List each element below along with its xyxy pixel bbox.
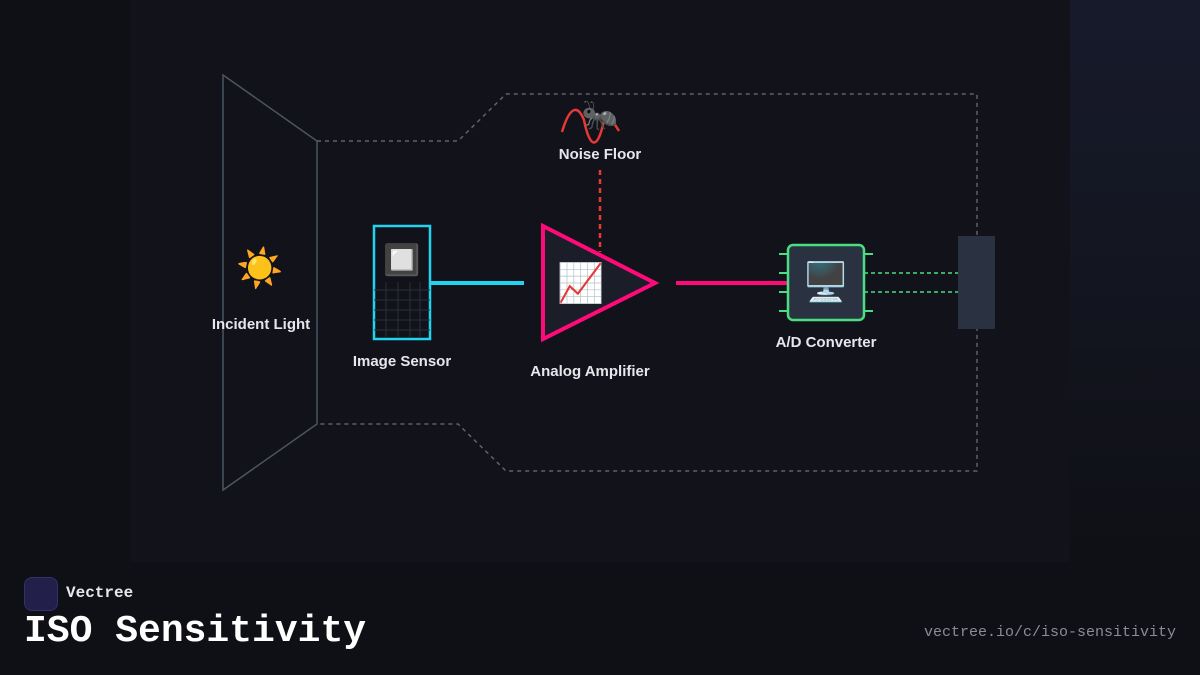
ant-icon: 🐜 xyxy=(581,99,619,132)
image-sensor-label: Image Sensor xyxy=(352,353,452,370)
chart-increasing-icon: 📈 xyxy=(557,263,605,305)
page-title: ISO Sensitivity xyxy=(24,610,367,653)
background-gradient xyxy=(1070,0,1200,562)
source-url[interactable]: vectree.io/c/iso-sensitivity xyxy=(923,624,1176,641)
brand-name: Vectree xyxy=(66,584,134,602)
analog-amplifier-label: Analog Amplifier xyxy=(530,363,650,380)
adc-box xyxy=(786,243,866,322)
vectree-logo xyxy=(24,577,58,611)
image-sensor-box xyxy=(372,224,432,341)
amplifier-triangle xyxy=(541,222,660,343)
output-block xyxy=(958,236,995,329)
ad-converter-label: A/D Converter xyxy=(775,334,877,351)
computer-icon: 🖥️ xyxy=(802,262,850,304)
incident-light-label: Incident Light xyxy=(211,316,311,333)
lens-shape xyxy=(222,73,318,492)
noise-floor-label: Noise Floor xyxy=(558,146,642,163)
noise-wave xyxy=(560,108,606,144)
sensor-chip-icon: 🔲 xyxy=(383,244,421,277)
sun-icon: ☀️ xyxy=(236,248,284,290)
